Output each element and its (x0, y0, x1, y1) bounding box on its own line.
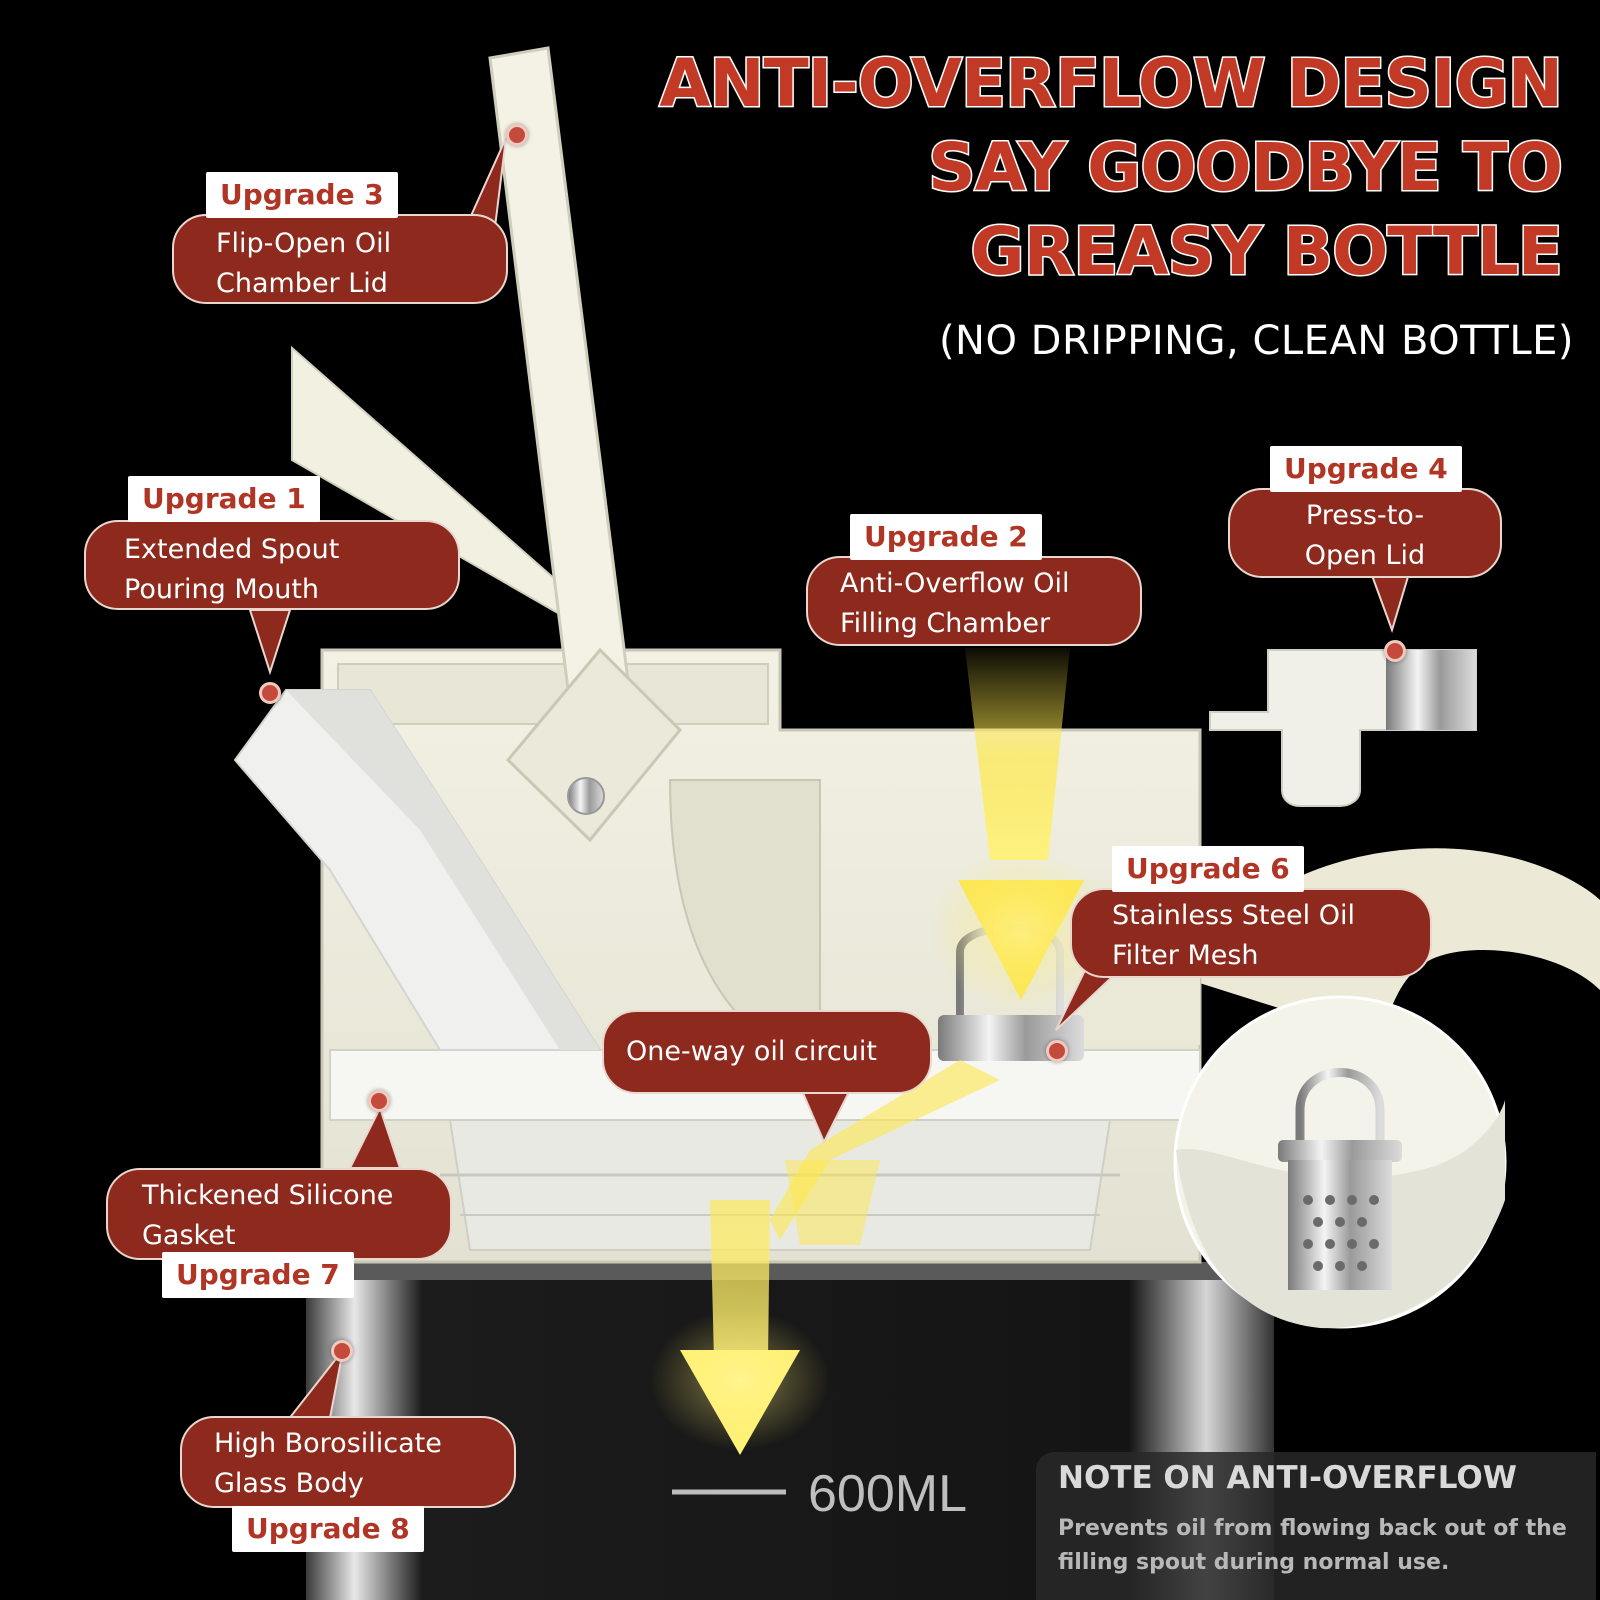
callout-upgrade-4-line2: Open Lid (1304, 540, 1426, 571)
callout-upgrade-3: Flip-Open Oil Chamber Lid (172, 214, 508, 304)
callout-upgrade-7-tag: Upgrade 7 (162, 1252, 354, 1298)
marker-dot-spout (259, 682, 281, 704)
callout-upgrade-4-tag: Upgrade 4 (1270, 446, 1462, 492)
callout-one-way-oil-circuit: One-way oil circuit (602, 1010, 932, 1094)
callout-upgrade-8-line1: High Borosilicate (214, 1428, 442, 1459)
marker-dot-press-lid (1384, 640, 1406, 662)
callout-upgrade-3-line1: Flip-Open Oil (216, 228, 392, 259)
callout-upgrade-8: High Borosilicate Glass Body (180, 1416, 516, 1508)
callout-upgrade-3-line2: Chamber Lid (216, 268, 388, 299)
callout-upgrade-6-line1: Stainless Steel Oil (1112, 900, 1355, 931)
headline-line-1: ANTI-OVERFLOW DESIGN (658, 44, 1565, 124)
callout-upgrade-2-line1: Anti-Overflow Oil (840, 568, 1070, 599)
marker-dot-lid (506, 124, 528, 146)
callout-upgrade-8-tag: Upgrade 8 (232, 1506, 424, 1552)
callout-upgrade-2: Anti-Overflow Oil Filling Chamber (806, 556, 1142, 646)
marker-dot-gasket (368, 1090, 390, 1112)
headline-subtitle: (NO DRIPPING, CLEAN BOTTLE) (938, 318, 1574, 364)
callout-upgrade-3-tag: Upgrade 3 (206, 172, 398, 218)
marker-dot-filter (1046, 1040, 1068, 1062)
callout-upgrade-7-line2: Gasket (142, 1220, 236, 1251)
callout-upgrade-1-line1: Extended Spout (124, 534, 340, 565)
callout-upgrade-6: Stainless Steel Oil Filter Mesh (1070, 888, 1432, 978)
callout-upgrade-1-tag: Upgrade 1 (128, 476, 320, 522)
headline-line-3: GREASY BOTTLE (969, 212, 1565, 292)
callout-upgrade-2-line2: Filling Chamber (840, 608, 1051, 639)
callout-upgrade-4: Press-to- Open Lid (1228, 488, 1502, 578)
anti-overflow-note: NOTE ON ANTI-OVERFLOW Prevents oil from … (1036, 1452, 1596, 1600)
marker-dot-glass (331, 1340, 353, 1362)
note-body: Prevents oil from flowing back out of th… (1058, 1516, 1567, 1575)
volume-mark: 600ML (808, 1465, 967, 1523)
callout-upgrade-6-line2: Filter Mesh (1112, 940, 1259, 971)
callout-upgrade-2-tag: Upgrade 2 (850, 514, 1042, 560)
headline-line-2: SAY GOODBYE TO (927, 128, 1565, 208)
callout-upgrade-1: Extended Spout Pouring Mouth (84, 520, 460, 610)
callout-upgrade-7: Thickened Silicone Gasket (106, 1168, 452, 1260)
callout-upgrade-6-tag: Upgrade 6 (1112, 846, 1304, 892)
note-title: NOTE ON ANTI-OVERFLOW (1058, 1460, 1517, 1496)
callout-upgrade-7-line1: Thickened Silicone (142, 1180, 394, 1211)
callout-upgrade-8-line2: Glass Body (214, 1468, 364, 1499)
callout-upgrade-4-line1: Press-to- (1305, 500, 1425, 531)
callout-upgrade-1-line2: Pouring Mouth (124, 574, 320, 605)
